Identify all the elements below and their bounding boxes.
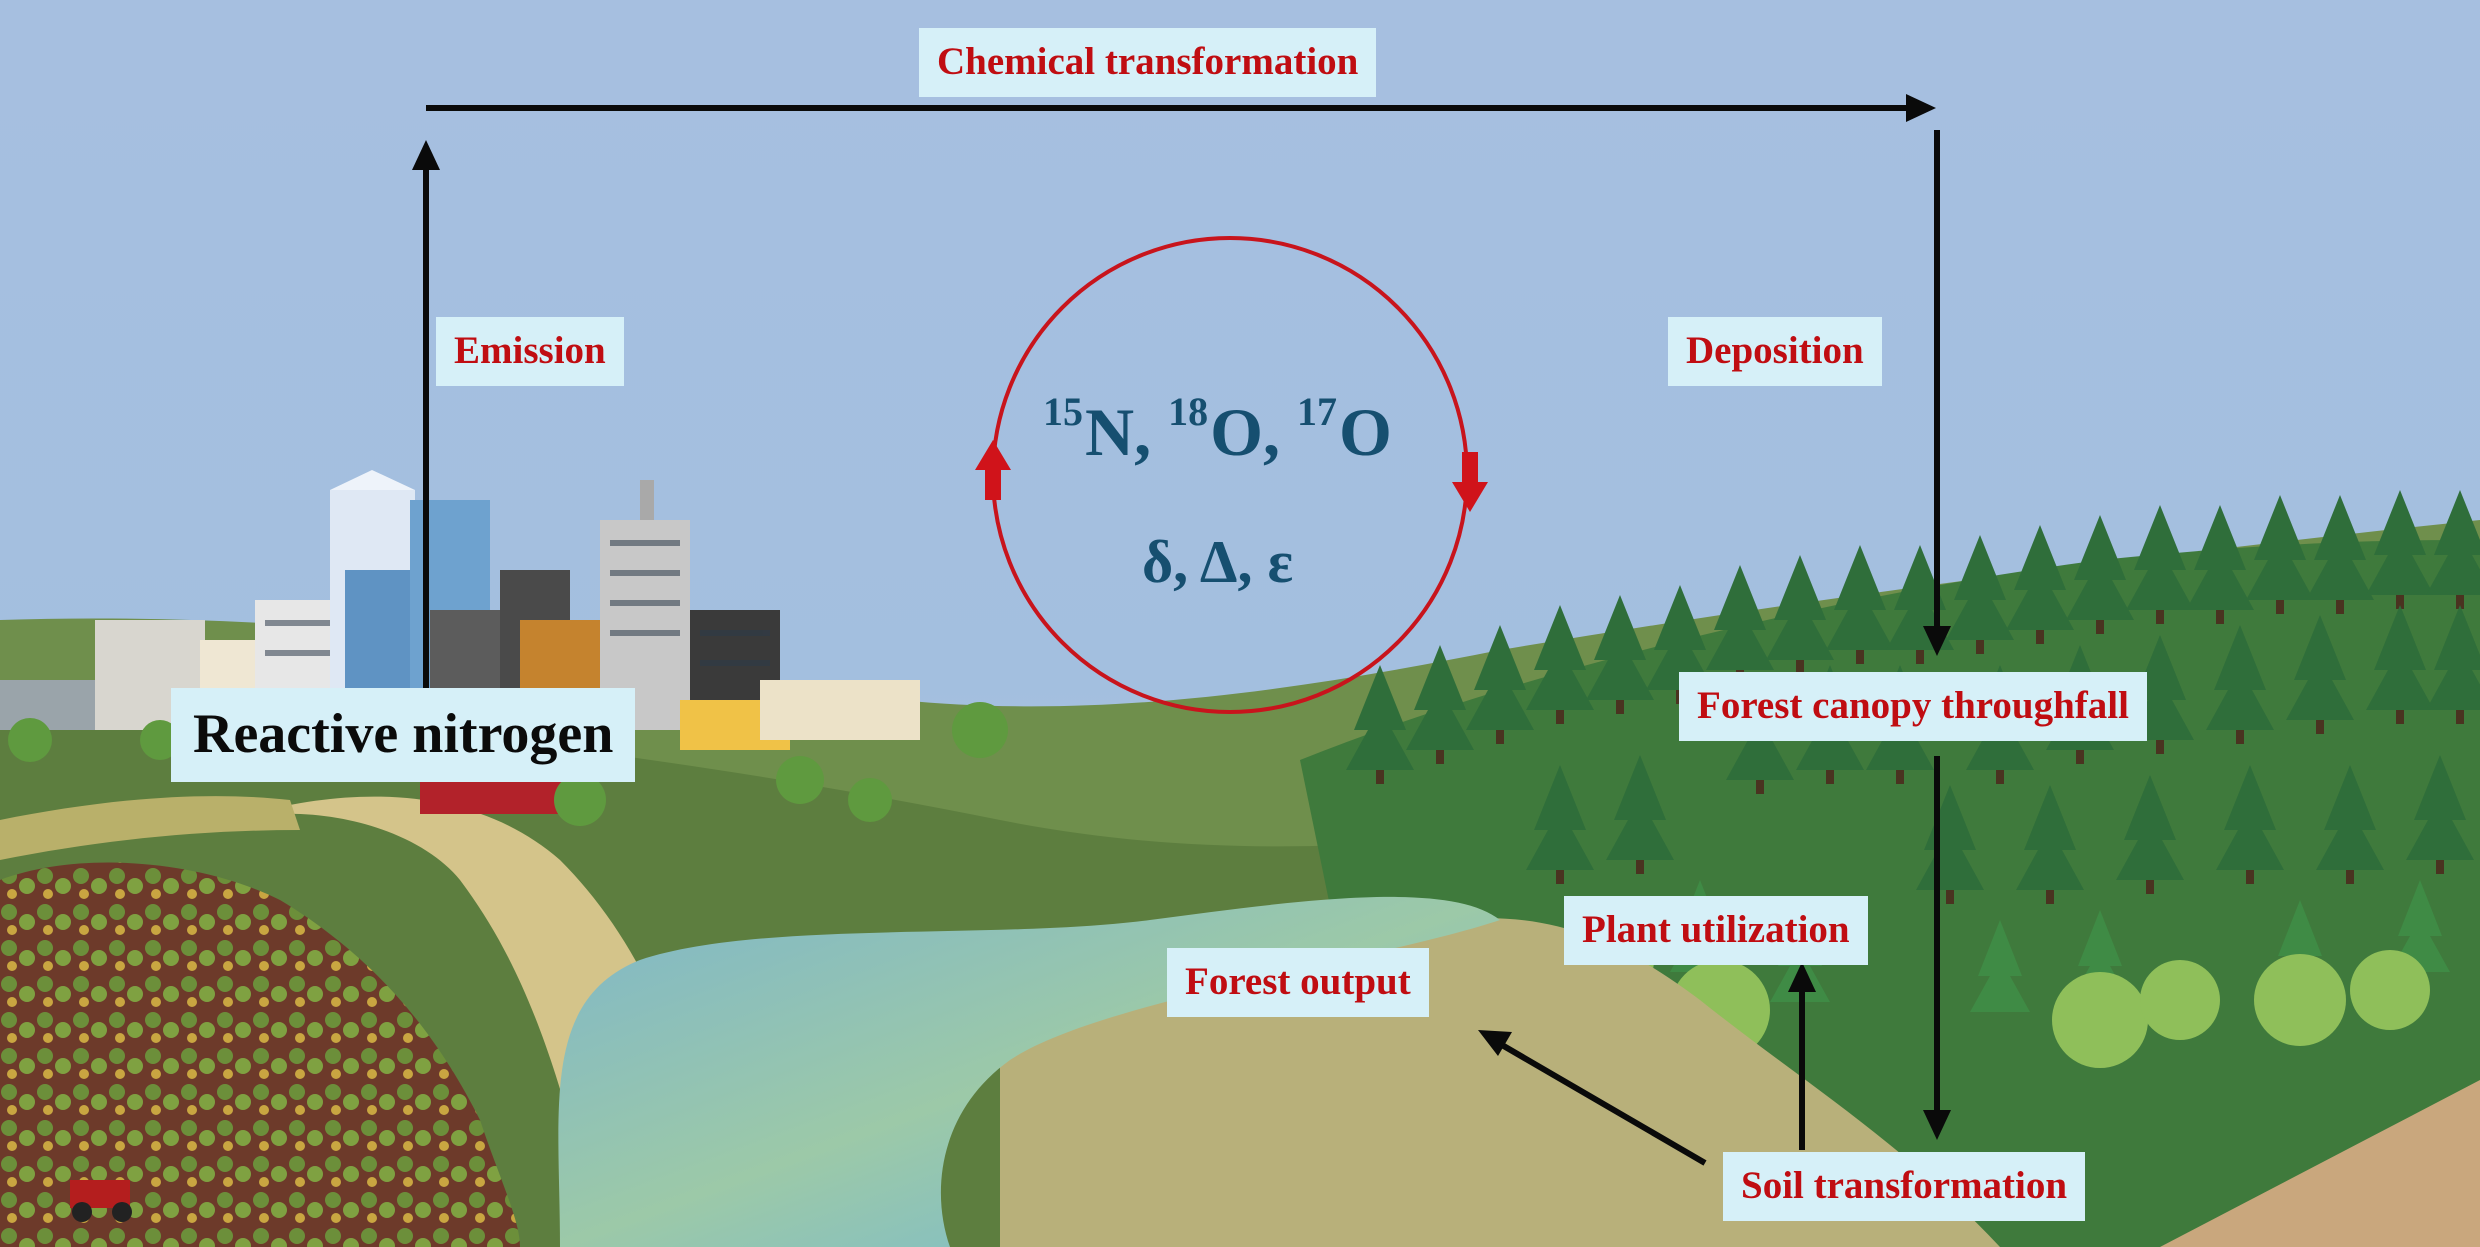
n15-mass: 15 — [1043, 389, 1083, 434]
isotope-cycle — [975, 236, 1488, 714]
label-reactive-nitrogen: Reactive nitrogen — [171, 688, 636, 782]
label-forest-output: Forest output — [1167, 948, 1429, 1017]
cycle-arrow-up-icon — [975, 440, 1011, 500]
o17-mass: 17 — [1297, 389, 1338, 434]
n15-symbol: N, — [1085, 394, 1152, 470]
label-forest-canopy-throughfall: Forest canopy throughfall — [1679, 672, 2147, 741]
o18-mass: 18 — [1168, 389, 1209, 434]
o17-symbol: O — [1339, 394, 1392, 470]
o18-symbol: O, — [1210, 394, 1281, 470]
label-plant-utilization: Plant utilization — [1564, 896, 1868, 965]
label-soil-transformation: Soil transformation — [1723, 1152, 2086, 1221]
isotope-notation: δ, Δ, ε — [1142, 529, 1294, 595]
label-deposition: Deposition — [1668, 317, 1882, 386]
label-emission: Emission — [436, 317, 624, 386]
isotope-species: 15N, 18O, 17O — [1043, 392, 1392, 472]
forest-output-arrow — [1500, 1042, 1707, 1166]
label-chemical-transformation: Chemical transformation — [919, 28, 1377, 97]
flow-arrows — [412, 94, 1951, 1166]
cycle-arrow-down-icon — [1452, 452, 1488, 512]
